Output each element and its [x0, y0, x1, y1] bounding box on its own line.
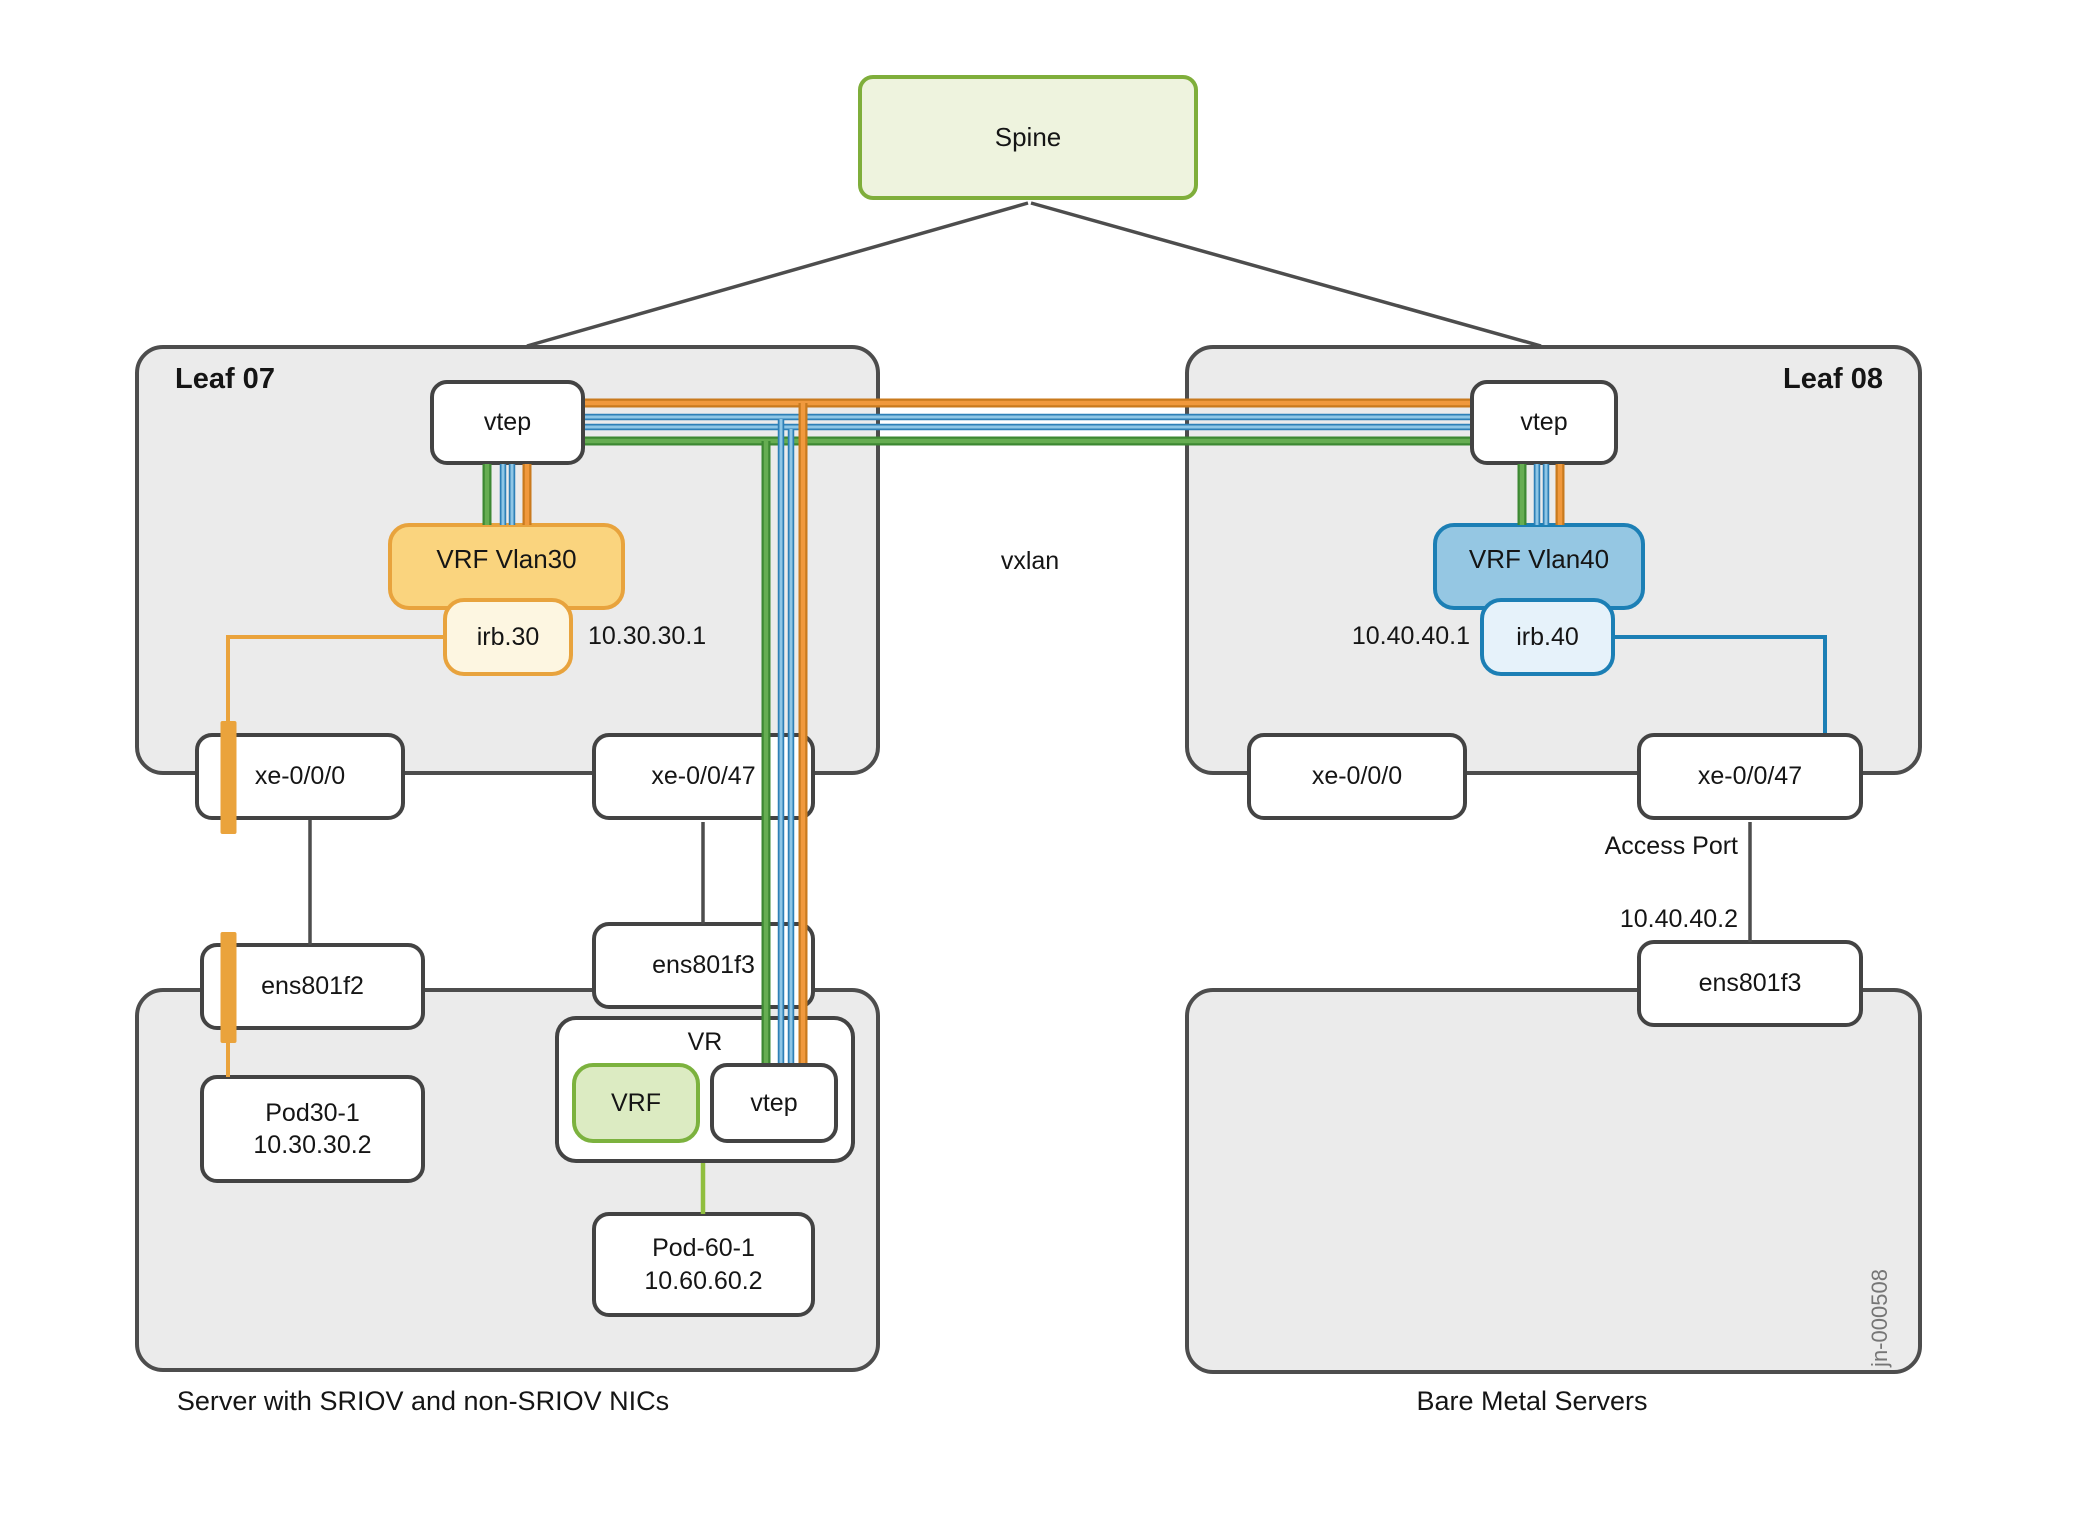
baremetal-nic-ens801f3: ens801f3	[1637, 940, 1863, 1027]
server-nic-ens801f3: ens801f3	[592, 922, 815, 1009]
spine-label: Spine	[994, 121, 1062, 152]
pod60-ip: 10.60.60.2	[644, 1266, 763, 1295]
vxlan-label: vxlan	[1000, 547, 1060, 575]
leaf08-port-xe000-label: xe-0/0/0	[1311, 762, 1403, 791]
port-to-nic-cables	[308, 820, 1752, 945]
leaf07-vtep-node: vtep	[430, 380, 585, 465]
leaf08-irb-ip: 10.40.40.1	[1351, 622, 1470, 650]
pod60-node: Pod-60-1 10.60.60.2	[592, 1212, 815, 1317]
leaf07-port-xe0047: xe-0/0/47	[592, 733, 815, 820]
leaf07-irb30-node: irb.30	[443, 598, 573, 676]
access-port-label: Access Port	[1604, 832, 1738, 860]
vr-vrf-node: VRF	[572, 1063, 700, 1143]
leaf07-title: Leaf 07	[175, 363, 275, 395]
pod30-name: Pod30-1	[265, 1098, 360, 1127]
server-nic-ens801f3-label: ens801f3	[652, 951, 755, 980]
server-nic-ens801f2: ens801f2	[200, 943, 425, 1030]
leaf07-irb-label: irb.30	[476, 622, 540, 651]
pod30-node: Pod30-1 10.30.30.2	[200, 1075, 425, 1183]
server-nic-ens801f2-label: ens801f2	[261, 972, 364, 1001]
vr-label: VR	[687, 1028, 723, 1056]
baremetal-nic-ens801f3-label: ens801f3	[1698, 969, 1802, 998]
leaf07-vtep-label: vtep	[483, 408, 532, 437]
pod60-name: Pod-60-1	[652, 1234, 755, 1262]
leaf07-port-xe000: xe-0/0/0	[195, 733, 405, 820]
leaf07-port-xe0047-label: xe-0/0/47	[651, 762, 756, 791]
leaf08-vrf-label: VRF Vlan40	[1468, 543, 1610, 574]
access-port-ip: 10.40.40.2	[1619, 905, 1738, 933]
leaf08-irb40-node: irb.40	[1480, 598, 1615, 676]
vr-vtep-node: vtep	[710, 1063, 838, 1143]
leaf08-vtep-label: vtep	[1520, 408, 1568, 437]
leaf08-port-xe0047: xe-0/0/47	[1637, 733, 1863, 820]
leaf07-port-xe000-label: xe-0/0/0	[254, 762, 346, 791]
leaf07-irb-ip: 10.30.30.1	[588, 622, 707, 650]
spine-node: Spine	[858, 75, 1198, 200]
leaf08-vrf-vlan40-node: VRF Vlan40	[1433, 523, 1645, 610]
vr-vtep-label: vtep	[750, 1088, 798, 1117]
leaf08-port-xe0047-label: xe-0/0/47	[1697, 762, 1803, 791]
vr-vrf-label: VRF	[611, 1088, 661, 1117]
spine-uplinks	[526, 201, 1542, 348]
pod30-ip: 10.30.30.2	[253, 1131, 372, 1159]
server-caption: Server with SRIOV and non-SRIOV NICs	[176, 1386, 670, 1416]
leaf08-irb-label: irb.40	[1516, 622, 1579, 651]
leaf07-vrf-vlan30-node: VRF Vlan30	[388, 523, 625, 610]
baremetal-caption: Bare Metal Servers	[1416, 1386, 1648, 1416]
leaf07-vrf-label: VRF Vlan30	[436, 543, 577, 574]
baremetal-box	[1185, 988, 1922, 1374]
leaf08-title: Leaf 08	[1783, 363, 1883, 395]
figure-id: jn-000508	[1867, 1269, 1892, 1367]
leaf08-vtep-node: vtep	[1470, 380, 1618, 465]
leaf08-port-xe000: xe-0/0/0	[1247, 733, 1467, 820]
